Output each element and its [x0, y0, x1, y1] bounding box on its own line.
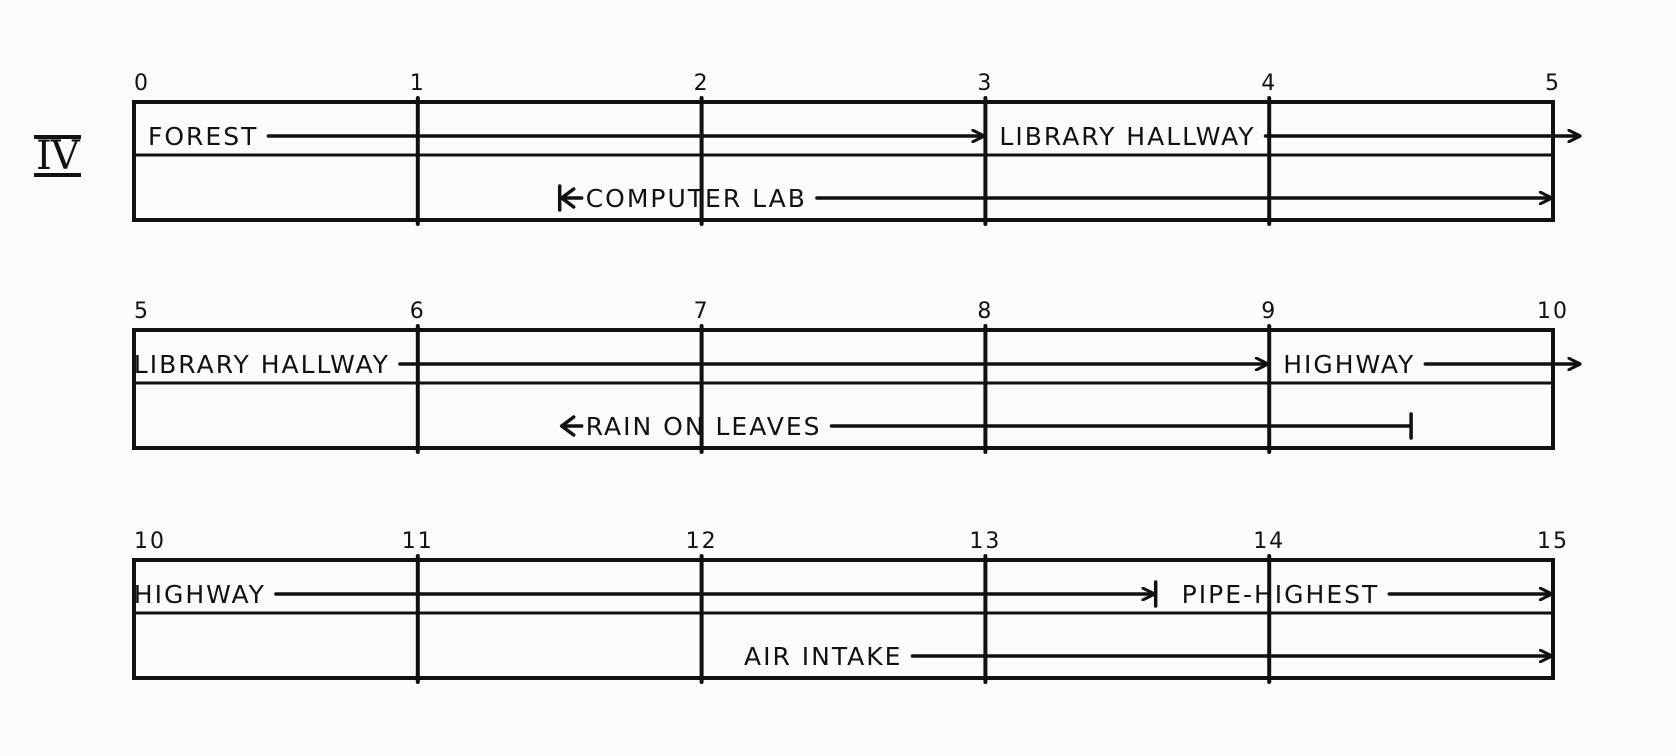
tick-label: 14 — [1253, 529, 1285, 554]
cue-label: LIBRARY HALLWAY — [999, 122, 1255, 151]
tick-label: 11 — [402, 529, 434, 554]
row-frame — [132, 328, 1555, 450]
tick-label: 8 — [977, 299, 993, 324]
cue-segment: AIR INTAKE — [744, 642, 1551, 671]
tick-label: 5 — [134, 299, 150, 324]
cue-segment: HIGHWAY — [1283, 350, 1579, 379]
cue-segment: LIBRARY HALLWAY — [999, 122, 1579, 151]
tick-label: 10 — [134, 529, 166, 554]
tick-label: 2 — [694, 71, 710, 96]
section-label: IV — [34, 133, 81, 179]
tick-label: 7 — [694, 299, 710, 324]
cue-label: HIGHWAY — [1283, 350, 1415, 379]
cue-label: AIR INTAKE — [744, 642, 903, 671]
tick-label: 13 — [969, 529, 1001, 554]
tick-label: 15 — [1537, 529, 1569, 554]
cue-label: FOREST — [148, 122, 258, 151]
tick-label: 4 — [1261, 71, 1277, 96]
cue-segment: PIPE-HIGHEST — [1153, 580, 1551, 609]
tick-label: 0 — [134, 71, 150, 96]
tick-label: 6 — [410, 299, 426, 324]
cue-segment: RAIN ON LEAVES — [559, 412, 1413, 441]
cue-label: HIGHWAY — [134, 580, 266, 609]
cue-segment: LIBRARY HALLWAY — [134, 350, 1267, 379]
tick-label: 9 — [1261, 299, 1277, 324]
cue-segment: COMPUTER LAB — [557, 184, 1551, 213]
cue-label: RAIN ON LEAVES — [586, 412, 822, 441]
row-frame — [132, 100, 1555, 222]
tick-label: 12 — [686, 529, 718, 554]
cue-label: COMPUTER LAB — [586, 184, 807, 213]
tick-label: 1 — [410, 71, 426, 96]
cue-segment: HIGHWAY — [134, 580, 1154, 609]
cue-label: PIPE-HIGHEST — [1182, 580, 1380, 609]
tick-label: 3 — [977, 71, 993, 96]
cue-label: LIBRARY HALLWAY — [134, 350, 390, 379]
tick-label: 5 — [1545, 71, 1561, 96]
tick-label: 10 — [1537, 299, 1569, 324]
cue-segment: FOREST — [148, 122, 983, 151]
row-frame — [132, 558, 1555, 680]
